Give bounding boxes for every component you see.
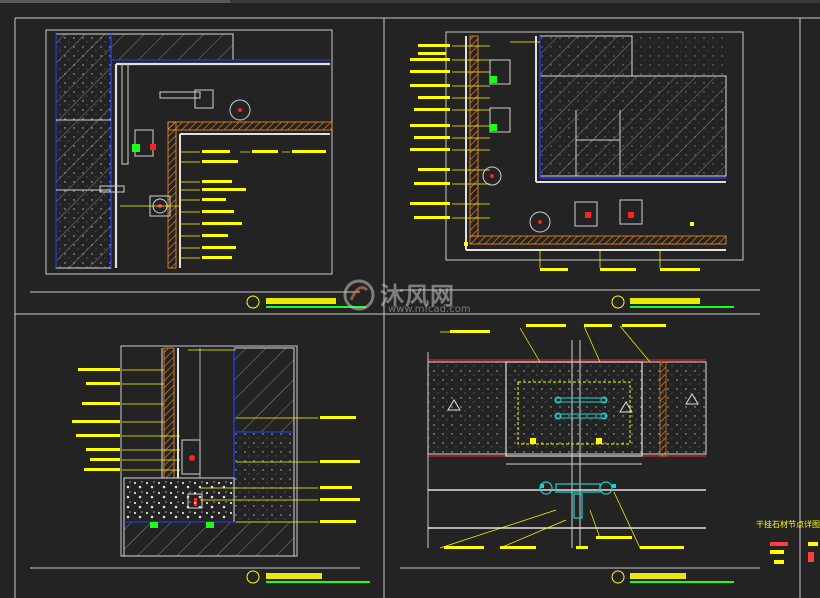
corner-caption: 干挂石材节点详图(1 [756, 519, 820, 529]
watermark-logo-icon [343, 279, 375, 311]
detail-panel-2 [400, 31, 760, 309]
detail-panel-4 [400, 324, 818, 584]
sheet-frame [14, 17, 820, 598]
detail-panel-1 [30, 29, 366, 309]
watermark-text: 沐风网 [380, 282, 455, 310]
watermark-url: www.mfcad.com [388, 304, 471, 315]
viewer-top-bar [0, 0, 820, 3]
viewer-tab[interactable] [0, 0, 230, 3]
detail-panel-3 [30, 345, 370, 584]
